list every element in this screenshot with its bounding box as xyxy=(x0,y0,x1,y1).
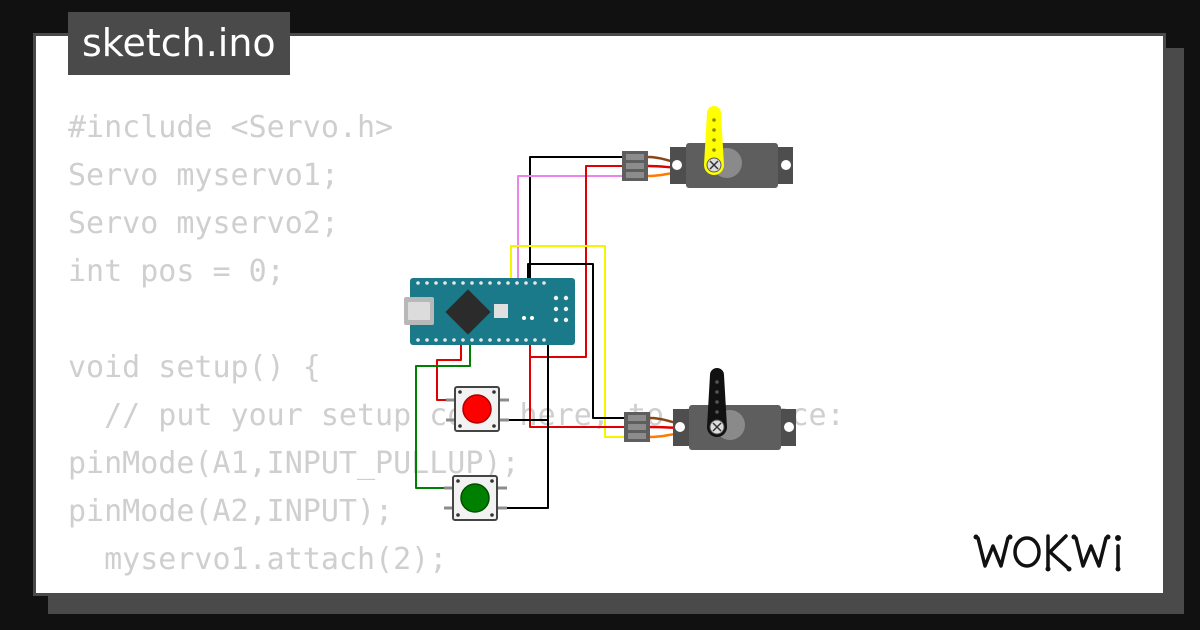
wire-black-button2 xyxy=(500,420,549,509)
code-editor: #include <Servo.h> Servo myservo1; Servo m… xyxy=(68,104,845,593)
wire-black-servo2 xyxy=(527,263,624,419)
code-line: int pos = 0; xyxy=(68,254,285,289)
servo2-connector xyxy=(624,412,650,442)
code-line: Servo myservo1; xyxy=(68,158,339,193)
header-pins-bottom xyxy=(416,338,546,342)
arduino-nano-icon[interactable] xyxy=(404,278,575,345)
code-line: void setup() { xyxy=(68,350,321,385)
code-line: Servo myservo2; xyxy=(68,206,339,241)
file-tab[interactable]: sketch.ino xyxy=(68,12,290,75)
servo1-connector xyxy=(622,151,648,181)
wire-red-button1 xyxy=(436,340,462,401)
code-line: myservo1.attach(2); xyxy=(68,542,448,577)
wokwi-logo-icon xyxy=(973,534,1121,572)
code-line: pinMode(A2,INPUT); xyxy=(68,494,394,529)
preview-card: #include <Servo.h> Servo myservo1; Servo m… xyxy=(33,33,1166,596)
wire-black-servo1 xyxy=(529,156,624,285)
pushbutton-icon[interactable] xyxy=(444,475,507,521)
wire-black-button1 xyxy=(500,340,549,421)
wire-pink-servo1 xyxy=(517,175,624,285)
servo-icon[interactable] xyxy=(622,106,793,188)
wires xyxy=(415,155,691,509)
code-line: myservo2.attach(3); xyxy=(68,584,845,593)
wire-green-button2 xyxy=(415,340,471,489)
code-line: #include <Servo.h> xyxy=(68,110,394,145)
header-pins-top xyxy=(416,281,546,285)
wire-red-servo2 xyxy=(529,340,624,428)
wire-yellow-servo2 xyxy=(510,245,624,438)
code-line: pinMode(A1,INPUT_PULLUP); xyxy=(68,446,520,481)
servo-icon[interactable] xyxy=(624,368,796,450)
pushbutton-icon[interactable] xyxy=(446,386,509,432)
